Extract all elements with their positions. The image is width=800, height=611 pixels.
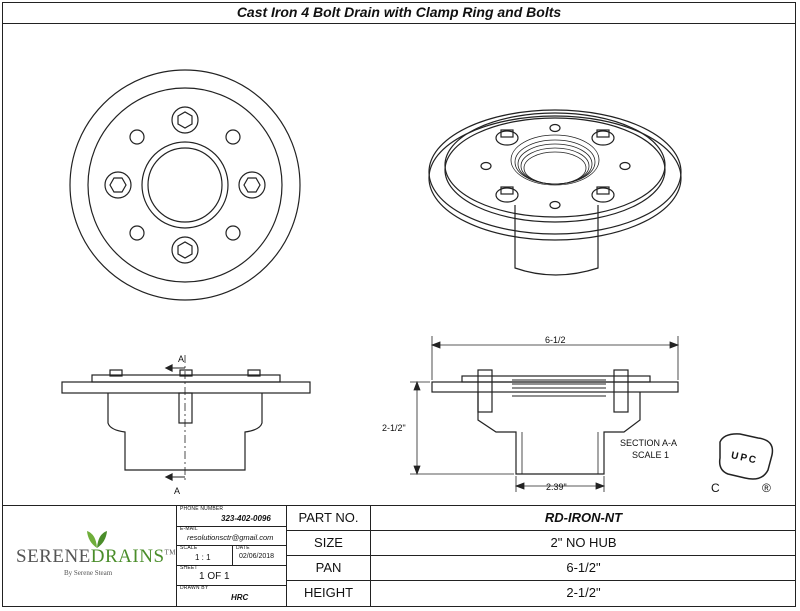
logo-subtitle: By Serene Steam <box>64 569 113 577</box>
upc-letters: UPC <box>730 450 759 466</box>
dim-outlet-label: 2.39" <box>546 482 567 492</box>
company-logo: SERENEDRAINSTM By Serene Steam <box>2 506 177 606</box>
spec-row: SIZE 2" NO HUB <box>287 531 796 556</box>
date-cell: DATE 02/06/2018 <box>233 545 287 565</box>
top-view-holes <box>129 129 241 241</box>
spec-key: PAN <box>287 556 371 580</box>
section-cut-label-top: A <box>178 354 184 364</box>
spec-value: RD-IRON-NT <box>544 510 623 525</box>
leaf-icon <box>87 531 107 548</box>
side-view-bolts <box>109 369 261 377</box>
scale-cell: SCALE 1 : 1 <box>177 545 233 565</box>
iso-bolts <box>495 129 615 203</box>
iso-flange-top <box>428 109 682 235</box>
spec-key: PART NO. <box>287 506 371 530</box>
email-cell: E-MAIL resolutionsctr@gmail.com <box>177 526 287 545</box>
top-view-bore-outer <box>141 141 229 229</box>
drawn-label: DRAWN BY <box>180 585 209 591</box>
spec-value: 6-1/2" <box>566 560 601 575</box>
top-view <box>69 69 301 301</box>
dim-width-label: 6-1/2 <box>545 335 566 345</box>
iso-outlet <box>514 205 599 276</box>
logo-wordmark: SERENEDRAINSTM <box>16 546 176 568</box>
spec-value: 2-1/2" <box>566 585 601 600</box>
top-view-clamp-ring <box>87 87 283 283</box>
technical-drawing: A A <box>61 69 774 496</box>
phone-value: 323-402-0096 <box>221 514 271 523</box>
spec-table: PART NO. RD-IRON-NT SIZE 2" NO HUB PAN 6… <box>287 506 796 606</box>
upc-c: C <box>711 481 720 495</box>
date-label: DATE <box>236 545 250 551</box>
section-body <box>477 392 641 475</box>
section-bolt-left <box>477 369 493 413</box>
title-block: SERENEDRAINSTM By Serene Steam PHONE NUM… <box>2 505 796 607</box>
top-view-bore-inner <box>147 147 223 223</box>
drawn-cell: DRAWN BY HRC <box>177 585 287 606</box>
section-view <box>431 369 679 475</box>
section-flange <box>431 381 679 393</box>
date-value: 02/06/2018 <box>239 553 275 560</box>
phone-cell: PHONE NUMBER 323-402-0096 <box>177 506 287 526</box>
scale-value: 1 : 1 <box>195 553 211 562</box>
email-label: E-MAIL <box>180 526 198 532</box>
iso-threaded-bore <box>510 134 600 186</box>
drawing-title: Cast Iron 4 Bolt Drain with Clamp Ring a… <box>2 2 796 24</box>
scale-label: SCALE <box>180 545 198 551</box>
upc-mark: UPC C ® <box>711 433 774 495</box>
spec-key: HEIGHT <box>287 581 371 606</box>
logo-tm: TM <box>164 548 177 557</box>
section-bolt-right <box>613 369 629 413</box>
section-cut-label-bottom: A <box>174 486 180 496</box>
sheet-label: SHEET <box>180 565 198 571</box>
logo-drains: DRAINS <box>90 546 165 567</box>
dim-height-label: 2-1/2" <box>382 423 406 433</box>
spec-row: HEIGHT 2-1/2" <box>287 581 796 606</box>
spec-row: PART NO. RD-IRON-NT <box>287 506 796 531</box>
iso-holes <box>480 123 631 210</box>
info-block: PHONE NUMBER 323-402-0096 E-MAIL resolut… <box>177 506 287 606</box>
drawn-value: HRC <box>231 593 249 602</box>
sheet-value: 1 OF 1 <box>199 571 230 582</box>
spec-value: 2" NO HUB <box>550 535 617 550</box>
side-view <box>61 355 311 481</box>
sheet-cell: SHEET 1 OF 1 <box>177 565 287 585</box>
phone-label: PHONE NUMBER <box>180 506 224 512</box>
top-view-bolt-heads <box>104 106 266 264</box>
section-title: SECTION A-A <box>620 438 677 448</box>
top-view-outer-flange <box>69 69 301 301</box>
email-value: resolutionsctr@gmail.com <box>187 533 274 542</box>
spec-key: SIZE <box>287 531 371 555</box>
spec-row: PAN 6-1/2" <box>287 556 796 581</box>
dimension-lines <box>410 336 680 492</box>
isometric-view <box>428 109 682 276</box>
upc-registered: ® <box>762 481 771 495</box>
side-view-flange <box>61 381 311 394</box>
logo-serene: SERENE <box>16 546 91 567</box>
section-scale: SCALE 1 <box>632 450 669 460</box>
section-thread <box>512 375 606 397</box>
